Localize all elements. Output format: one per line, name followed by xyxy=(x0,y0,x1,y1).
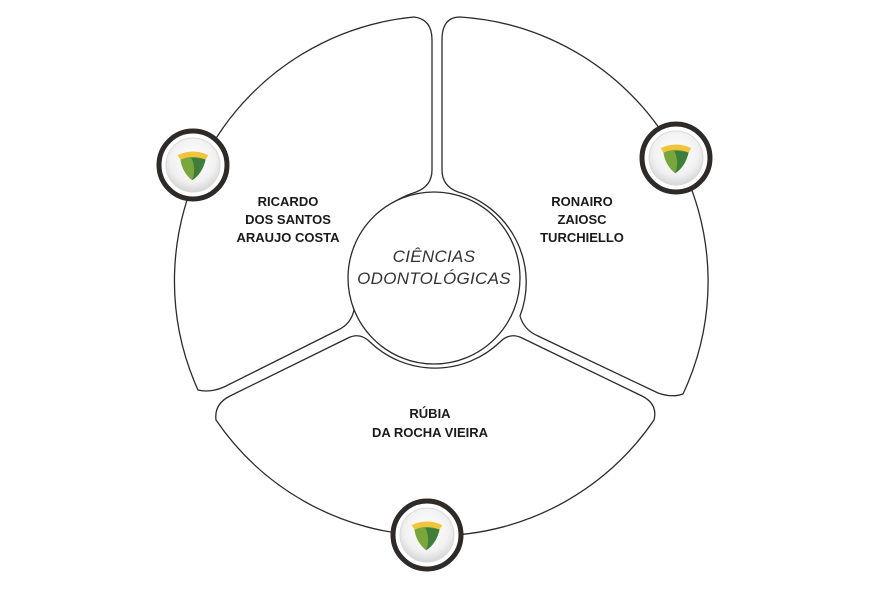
segment-bottom-name-line2: DA ROCHA VIEIRA xyxy=(372,425,489,440)
center-title-line1: CIÊNCIAS xyxy=(393,247,476,266)
badge-bottom xyxy=(390,498,464,572)
segment-top-right xyxy=(441,16,709,397)
badge-top-left xyxy=(156,128,230,202)
segment-bottom-name-line1: RÚBIA xyxy=(409,406,451,421)
segment-top-right-name-line3: TURCHIELLO xyxy=(540,230,624,245)
segment-top-left-name-line3: ARAUJO COSTA xyxy=(236,230,340,245)
segment-top-right-name-line2: ZAIOSC xyxy=(557,212,607,227)
segment-top-left-name-line1: RICARDO xyxy=(258,194,319,209)
segment-top-left-name-line2: DOS SANTOS xyxy=(245,212,331,227)
segment-top-right-name-line1: RONAIRO xyxy=(551,194,612,209)
center-circle xyxy=(347,191,521,365)
badge-top-right xyxy=(639,121,713,195)
center-title-line2: ODONTOLÓGICAS xyxy=(357,269,511,288)
